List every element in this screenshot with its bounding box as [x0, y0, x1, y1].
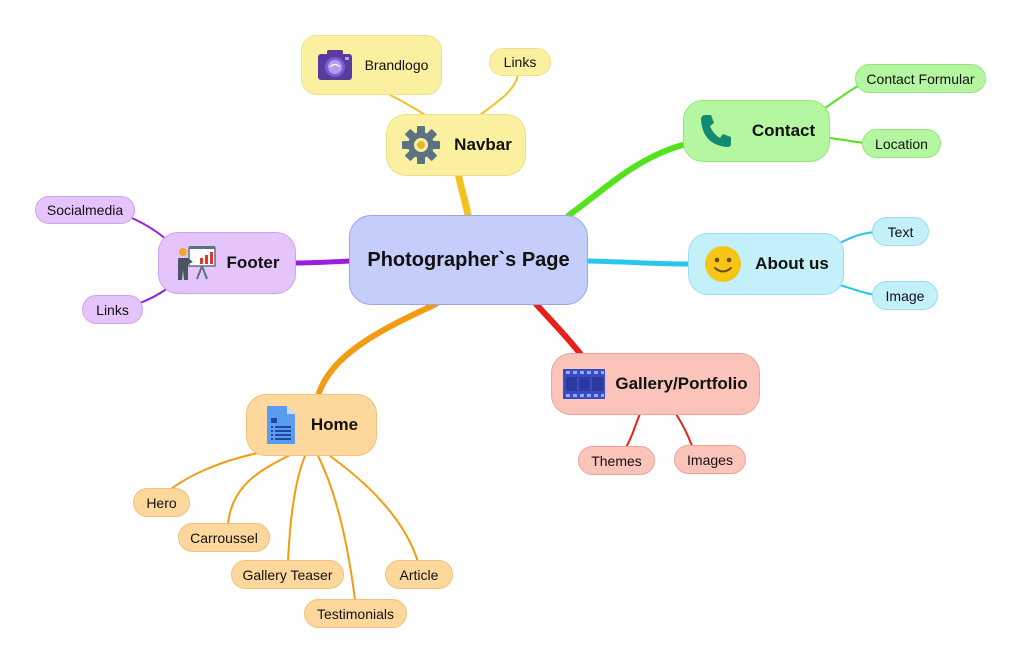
topic-about-us-label: About us: [755, 254, 829, 273]
topic-contact[interactable]: Contact: [683, 100, 830, 162]
subtopic-gallery-teaser-label: Gallery Teaser: [242, 566, 333, 583]
presentation-icon: [175, 244, 217, 282]
branch-line-home: [315, 301, 439, 399]
subtopic-gallery-teaser[interactable]: Gallery Teaser: [231, 560, 344, 589]
topic-gallery-portfolio-label: Gallery/Portfolio: [615, 374, 748, 393]
phone-icon: [698, 112, 736, 150]
topic-gallery-portfolio[interactable]: Gallery/Portfolio: [551, 353, 760, 415]
subtopic-hero-label: Hero: [146, 494, 177, 511]
subtopic-location-label: Location: [875, 135, 928, 152]
subtopic-footer-links-label: Links: [96, 301, 129, 318]
branch-line-contact: [565, 140, 693, 219]
subtopic-location[interactable]: Location: [862, 129, 941, 158]
subtopic-testimonials[interactable]: Testimonials: [304, 599, 407, 628]
subtopic-navbar-links[interactable]: Links: [489, 48, 551, 76]
topic-navbar[interactable]: Navbar: [386, 114, 526, 176]
central-topic[interactable]: Photographer`s Page: [349, 215, 588, 305]
subtopic-hero[interactable]: Hero: [133, 488, 190, 517]
leaf-line-contact-formular: [824, 84, 861, 109]
topic-about-us[interactable]: About us: [688, 233, 844, 295]
leaf-line-brandlogo: [389, 94, 426, 116]
subtopic-socialmedia[interactable]: Socialmedia: [35, 196, 135, 224]
subtopic-socialmedia-label: Socialmedia: [46, 202, 124, 218]
subtopic-testimonials-label: Testimonials: [316, 605, 395, 622]
topic-footer[interactable]: Footer: [158, 232, 296, 294]
leaf-line-image: [839, 284, 876, 296]
topic-footer-label: Footer: [226, 253, 280, 272]
subtopic-contact-formular-label: Contact Formular: [866, 70, 975, 87]
leaf-line-hero: [169, 451, 263, 491]
topic-home-label: Home: [310, 415, 359, 434]
branch-line-about: [585, 258, 693, 267]
topic-home[interactable]: Home: [246, 394, 377, 456]
branch-line-footer: [293, 258, 353, 266]
leaf-line-images: [675, 413, 693, 447]
document-icon: [265, 404, 297, 446]
subtopic-brandlogo[interactable]: Brandlogo: [301, 35, 442, 95]
subtopic-images-label: Images: [687, 451, 733, 468]
subtopic-carroussel-label: Carroussel: [190, 529, 258, 546]
subtopic-carroussel[interactable]: Carroussel: [178, 523, 270, 552]
subtopic-text-label: Text: [887, 223, 914, 240]
subtopic-images[interactable]: Images: [674, 445, 746, 474]
leaf-line-location: [829, 137, 866, 144]
leaf-line-gallery-teaser: [287, 455, 306, 562]
subtopic-image-label: Image: [885, 287, 925, 304]
leaf-line-carroussel: [227, 453, 293, 525]
subtopic-themes-label: Themes: [591, 452, 642, 469]
central-topic-label: Photographer`s Page: [367, 248, 570, 271]
leaf-line-text: [839, 231, 876, 244]
subtopic-image[interactable]: Image: [872, 281, 938, 310]
smiley-icon: [703, 244, 743, 284]
subtopic-themes[interactable]: Themes: [578, 446, 655, 475]
branch-line-gallery: [533, 301, 585, 359]
leaf-line-testimonials: [317, 455, 356, 601]
topic-navbar-label: Navbar: [454, 135, 512, 154]
leaf-line-footer-links: [139, 287, 169, 304]
subtopic-footer-links[interactable]: Links: [82, 295, 143, 324]
subtopic-brandlogo-label: Brandlogo: [364, 57, 429, 73]
leaf-line-article: [329, 455, 419, 563]
gear-icon: [400, 124, 442, 166]
subtopic-contact-formular[interactable]: Contact Formular: [855, 64, 986, 93]
leaf-line-themes: [625, 413, 641, 448]
subtopic-navbar-links-label: Links: [503, 54, 537, 70]
film-strip-icon: [563, 369, 606, 399]
topic-contact-label: Contact: [751, 121, 816, 140]
branch-line-navbar: [454, 168, 472, 219]
subtopic-article-label: Article: [399, 566, 439, 583]
leaf-line-navbar-links: [479, 74, 519, 116]
subtopic-article[interactable]: Article: [385, 560, 453, 589]
camera-icon: [315, 48, 355, 82]
subtopic-text[interactable]: Text: [872, 217, 929, 246]
